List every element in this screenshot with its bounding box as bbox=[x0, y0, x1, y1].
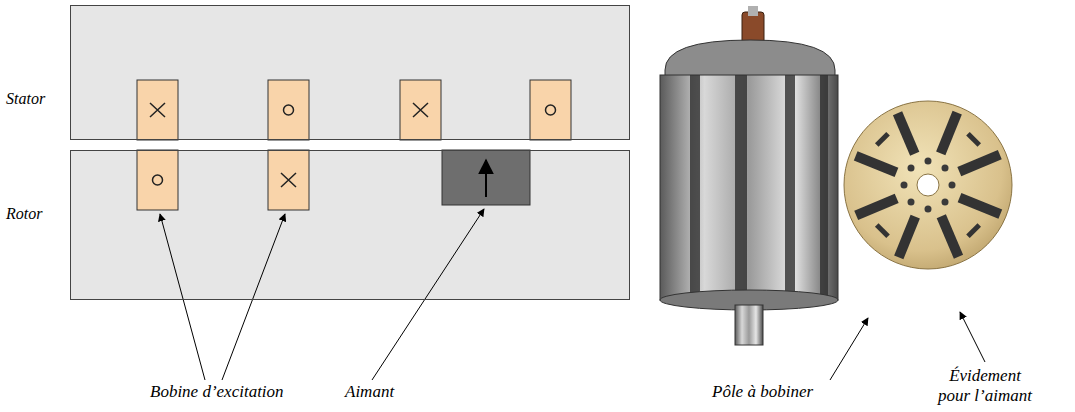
hole bbox=[925, 158, 932, 165]
hub-holes bbox=[901, 158, 956, 213]
stator-coil bbox=[137, 80, 178, 140]
lamination-disc bbox=[844, 101, 1012, 269]
magnetisation-arrow bbox=[485, 160, 487, 197]
rotor-band bbox=[70, 150, 630, 300]
stator-coil bbox=[268, 80, 309, 140]
slot bbox=[875, 223, 890, 238]
slot bbox=[957, 150, 1001, 176]
hole bbox=[925, 206, 932, 213]
hole bbox=[942, 165, 949, 172]
current-out-symbol bbox=[546, 105, 556, 115]
part-label: Aimant bbox=[345, 382, 394, 402]
slot bbox=[854, 151, 899, 177]
slot bbox=[936, 111, 962, 156]
slot bbox=[854, 194, 898, 220]
rotor-slot bbox=[690, 75, 700, 300]
lamination bbox=[844, 101, 1012, 269]
band-label: Stator bbox=[6, 89, 45, 109]
rotor-slot bbox=[785, 75, 795, 300]
current-out-symbol bbox=[284, 105, 294, 115]
leader-line bbox=[372, 209, 484, 380]
slot bbox=[875, 132, 890, 147]
shaft bbox=[735, 305, 763, 345]
current-in-symbol bbox=[281, 173, 296, 187]
current-in-symbol bbox=[413, 103, 428, 117]
rotor-slot bbox=[820, 75, 828, 300]
part-label: Bobine d’excitation bbox=[150, 382, 284, 402]
excitation-coil bbox=[268, 150, 309, 210]
slot bbox=[894, 215, 920, 260]
magnet bbox=[442, 150, 530, 205]
excitation-coil bbox=[137, 150, 178, 210]
shaft-end bbox=[748, 6, 758, 16]
hole bbox=[949, 182, 956, 189]
leader-line bbox=[160, 214, 205, 380]
hole bbox=[908, 199, 915, 206]
part-label: Pôle à bobiner bbox=[712, 382, 813, 402]
rotor-body bbox=[660, 75, 838, 300]
rotor-band: Rotor bbox=[70, 150, 630, 300]
slot bbox=[893, 111, 919, 155]
slot bbox=[937, 214, 963, 258]
collector bbox=[742, 12, 764, 44]
stator-coil bbox=[530, 80, 571, 140]
current-out-symbol bbox=[153, 175, 163, 185]
hole bbox=[942, 199, 949, 206]
hole bbox=[901, 182, 908, 189]
band-label: Rotor bbox=[6, 204, 42, 224]
slot bbox=[966, 223, 981, 238]
leader-line bbox=[222, 214, 285, 380]
hole bbox=[908, 165, 915, 172]
stator-band bbox=[70, 5, 630, 140]
slot bbox=[966, 132, 981, 147]
magnet-slots bbox=[854, 111, 1002, 259]
stator-band: Stator bbox=[70, 5, 630, 140]
stator-coil bbox=[400, 80, 441, 140]
slot bbox=[958, 193, 1003, 219]
leader-line bbox=[960, 312, 985, 362]
leader-line bbox=[830, 318, 868, 380]
part-label: Évidement pour l’aimant bbox=[935, 366, 1035, 406]
rotor-slot bbox=[735, 75, 747, 300]
shaft-bore bbox=[917, 174, 939, 196]
end-winding bbox=[665, 40, 835, 80]
current-in-symbol bbox=[150, 103, 165, 117]
